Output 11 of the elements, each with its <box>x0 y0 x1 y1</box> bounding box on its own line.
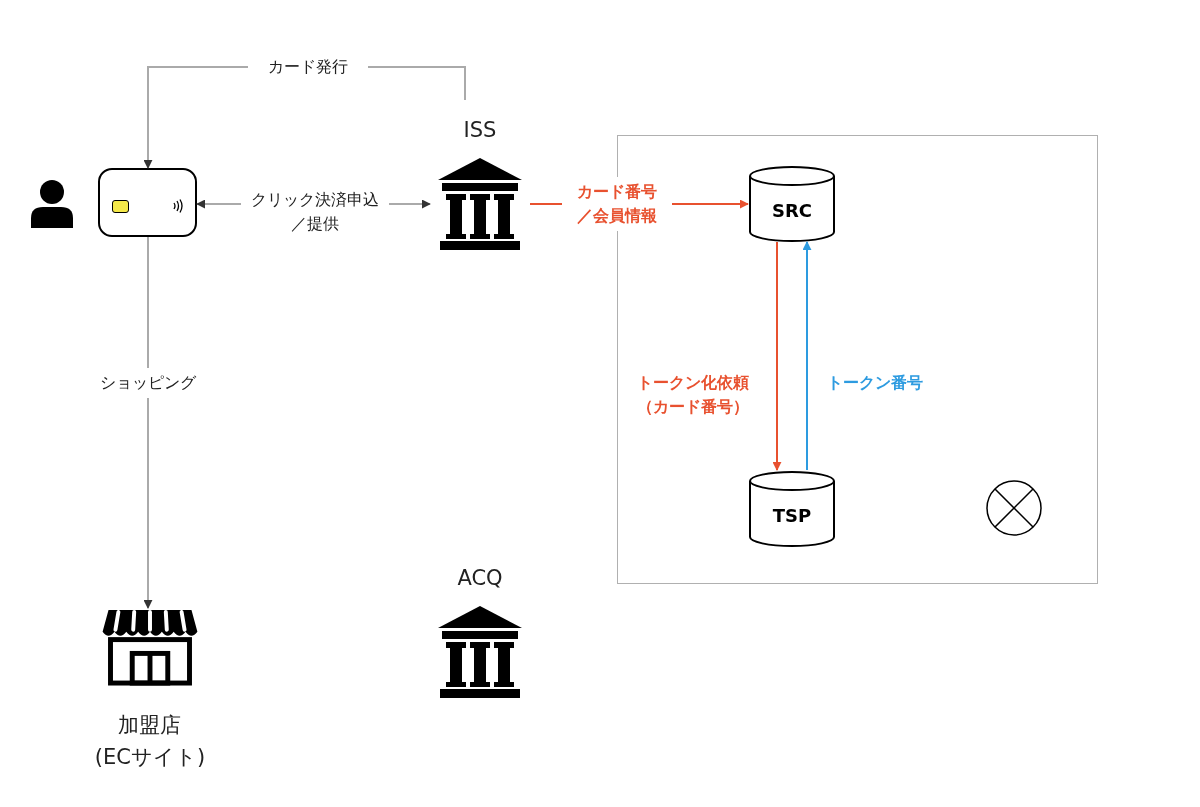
node-label: (ECサイト) <box>94 744 206 771</box>
node-label: ACQ <box>457 564 503 592</box>
node-label: SRC <box>771 199 812 223</box>
node-label: 加盟店 <box>118 712 182 739</box>
arrow <box>772 241 782 471</box>
arrow <box>802 241 812 471</box>
card-box <box>98 168 197 237</box>
node-label: ISS <box>463 116 497 144</box>
node-label: TSP <box>772 504 812 528</box>
edge-label: カード番号／会員情報 <box>562 177 672 231</box>
arrow <box>143 236 153 609</box>
